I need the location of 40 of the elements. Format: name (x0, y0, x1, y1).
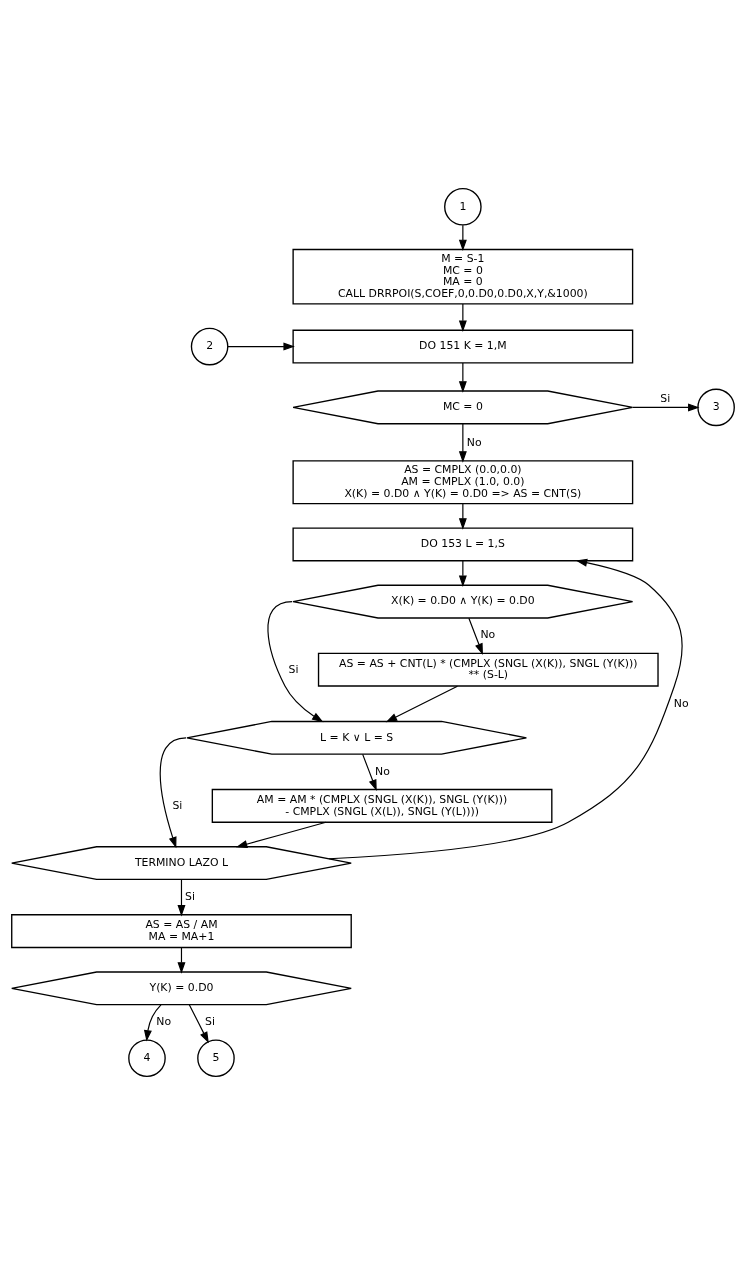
arrow (458, 560, 467, 587)
edge-label: Si (185, 889, 196, 903)
arrow (458, 423, 467, 463)
arrow (143, 1004, 162, 1042)
node-box: AS = AS / AM MA = MA+1 (11, 914, 352, 949)
edge-label: Si (660, 391, 671, 405)
node-circle: 2 (190, 327, 229, 366)
arrow (362, 753, 377, 792)
node-circle: 3 (697, 388, 735, 427)
node-circle: 1 (444, 187, 482, 226)
arrow (458, 503, 467, 530)
node-box: AS = CMPLX (0.0,0.0) AM = CMPLX (1.0, 0.0) X(K) = 0.D0 ∧ Y(K) = 0.D0 => AS = CNT(S) (292, 460, 634, 505)
arrow (227, 342, 295, 351)
edge-label: No (480, 628, 496, 642)
arrow (159, 737, 187, 849)
node-circle: 5 (197, 1039, 235, 1078)
arrow (235, 821, 327, 848)
arrow (385, 685, 458, 723)
node-circle: 4 (128, 1039, 166, 1078)
edge-label: No (466, 436, 482, 450)
edge-label: Si (172, 798, 183, 812)
arrow (177, 879, 186, 917)
node-box: M = S-1 MC = 0 MA = 0 CALL DRRPOI(S,COEF,0,0.D0,0.D0,X,Y,&1000) (292, 248, 634, 305)
node-box: AS = AS + CNT(L) * (CMPLX (SNGL (X(K)), SNGL (Y(K))) ** (S-L) (317, 652, 659, 687)
node-box: DO 153 L = 1,S (292, 527, 634, 562)
node-box: DO 151 K = 1,M (292, 329, 634, 364)
arrow (328, 558, 683, 860)
arrow (458, 224, 467, 252)
edge-label: Si (288, 662, 299, 676)
arrow (468, 617, 483, 655)
edge-label: No (156, 1015, 172, 1029)
arrow (267, 601, 324, 723)
edge-label: No (375, 764, 390, 778)
node-box: AM = AM * (CMPLX (SNGL (X(K)), SNGL (Y(K))) - CMPLX (SNGL (X(L)), SNGL (Y(L)))) (211, 788, 553, 823)
arrow (188, 1004, 209, 1044)
arrow (632, 403, 700, 412)
arrow (458, 362, 467, 393)
edge-label: No (673, 696, 689, 710)
edge-label: Si (205, 1015, 216, 1029)
arrow (458, 303, 467, 332)
